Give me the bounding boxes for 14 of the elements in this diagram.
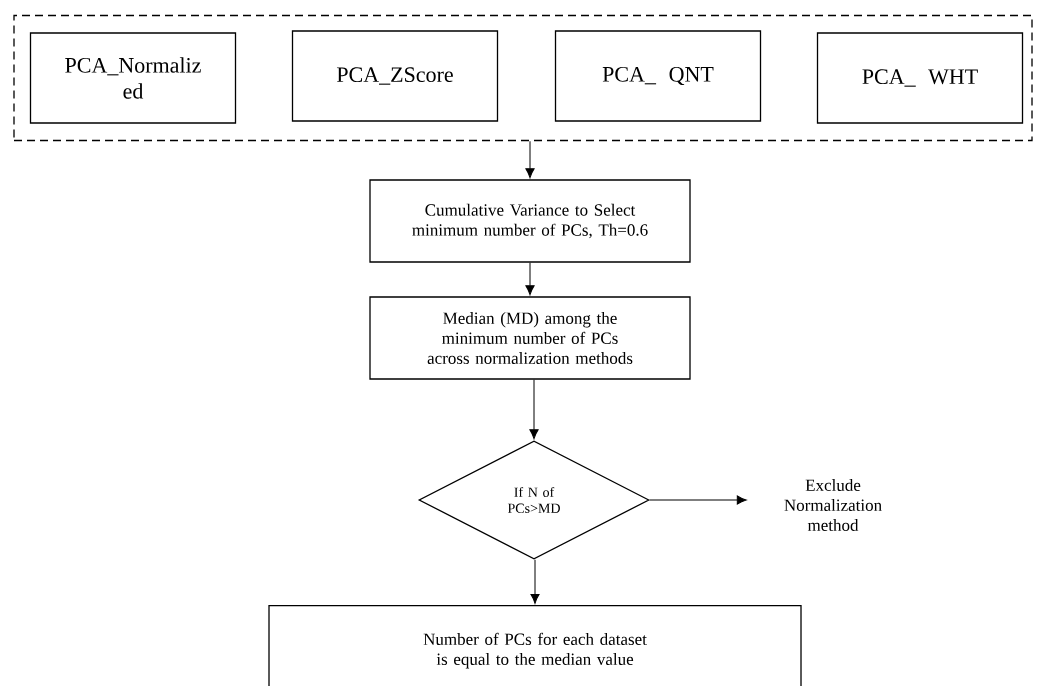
process-box: Median (MD) among the minimum number of PCs across normalization methods	[369, 296, 691, 380]
process-box: Number of PCs for each dataset is equal to the median value	[268, 605, 802, 686]
arrow	[530, 559, 540, 604]
dashed-group-box	[13, 14, 1033, 142]
process-box: PCA_ QNT	[554, 30, 762, 122]
arrow	[525, 140, 535, 179]
process-box: PCA_Normaliz ed	[29, 32, 237, 124]
outcome-text: Exclude Normalization method	[784, 479, 882, 531]
process-box: Cumulative Variance to Select minimum number of PCs, Th=0.6	[369, 179, 691, 263]
arrow	[525, 262, 535, 296]
process-box: PCA_ WHT	[816, 32, 1024, 124]
process-box: PCA_ZScore	[291, 30, 499, 122]
arrow	[649, 495, 747, 505]
arrow	[529, 379, 539, 440]
